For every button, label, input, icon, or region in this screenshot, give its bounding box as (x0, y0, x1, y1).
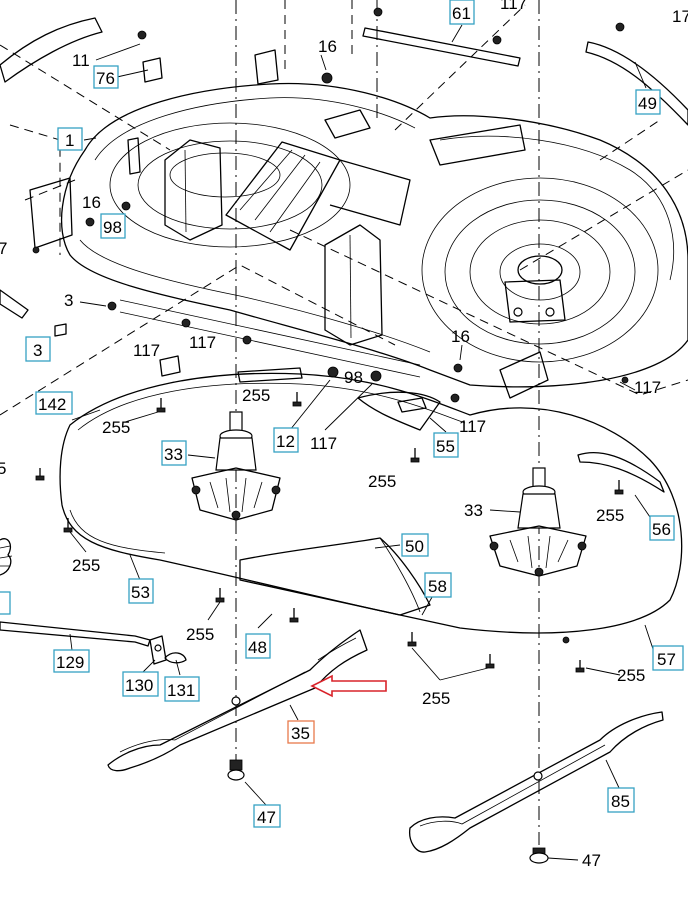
callout-255-b: 255 (102, 418, 130, 437)
deck-fasteners (32, 201, 629, 403)
callout-131: 131 (167, 681, 195, 700)
callout-255-a: 255 (242, 386, 270, 405)
boxed-callout-labels: 61 76 49 1 98 3 142 12 55 33 56 50 53 58… (33, 4, 676, 827)
callout-130: 130 (125, 676, 153, 695)
callout-16-left: 16 (82, 193, 101, 212)
callout-49: 49 (638, 94, 657, 113)
callout-255-c: 255 (368, 472, 396, 491)
callout-117-top: 117 (500, 0, 527, 13)
left-edge-parts (0, 289, 151, 647)
leader-lines (69, 24, 656, 861)
callout-55: 55 (436, 437, 455, 456)
screws-255 (35, 392, 624, 673)
callout-47-boxed: 47 (257, 808, 276, 827)
callout-16-top: 16 (318, 37, 337, 56)
callout-117-c: 117 (310, 434, 337, 453)
callout-47: 47 (582, 851, 601, 870)
plain-callout-labels: 11 16 117 17 16 7 3 117 117 98 16 117 25… (0, 0, 688, 870)
callout-boxes (25, 0, 684, 828)
callout-5-left: 5 (0, 459, 6, 478)
callout-33-boxed: 33 (164, 445, 183, 464)
callout-57: 57 (657, 650, 676, 669)
callout-142: 142 (38, 395, 66, 414)
callout-255-g: 255 (617, 666, 645, 685)
callout-50: 50 (405, 537, 424, 556)
highlight-arrow (310, 674, 387, 698)
right-spindle-assembly (489, 467, 587, 577)
callout-117-d: 117 (459, 417, 486, 436)
callout-98-boxed: 98 (103, 218, 122, 237)
callout-53: 53 (131, 583, 150, 602)
callout-129: 129 (56, 653, 84, 672)
left-spindle-assembly (191, 411, 281, 521)
callout-56: 56 (652, 520, 671, 539)
callout-255-e: 255 (72, 556, 100, 575)
belt-guard-shroud (59, 355, 683, 644)
clips-130-131 (149, 635, 187, 665)
callout-117-a: 117 (133, 341, 160, 360)
callout-35-highlighted: 35 (291, 724, 310, 743)
callout-85: 85 (611, 792, 630, 811)
callout-255-h: 255 (422, 689, 450, 708)
callout-117-right: 117 (634, 378, 661, 397)
blade-85 (409, 711, 664, 864)
callout-17-top-right: 17 (672, 7, 688, 26)
blade-35 (107, 629, 368, 781)
callout-58: 58 (428, 577, 447, 596)
callout-3-boxed: 3 (33, 341, 42, 360)
callout-255-d: 255 (596, 506, 624, 525)
callout-98: 98 (344, 368, 363, 387)
callout-1: 1 (65, 131, 74, 150)
dashed-assembly-lines (0, 0, 688, 416)
callout-255-f: 255 (186, 625, 214, 644)
callout-33: 33 (464, 501, 483, 520)
deck-housing (29, 49, 688, 399)
callout-117-b: 117 (189, 333, 216, 352)
callout-76: 76 (96, 69, 115, 88)
callout-12: 12 (276, 432, 295, 451)
top-left-parts (0, 7, 688, 126)
callout-11: 11 (72, 51, 90, 70)
callout-16-mid: 16 (451, 327, 470, 346)
callout-7-left: 7 (0, 239, 7, 258)
callout-3: 3 (64, 291, 73, 310)
callout-61: 61 (452, 4, 471, 23)
callout-48: 48 (248, 638, 267, 657)
